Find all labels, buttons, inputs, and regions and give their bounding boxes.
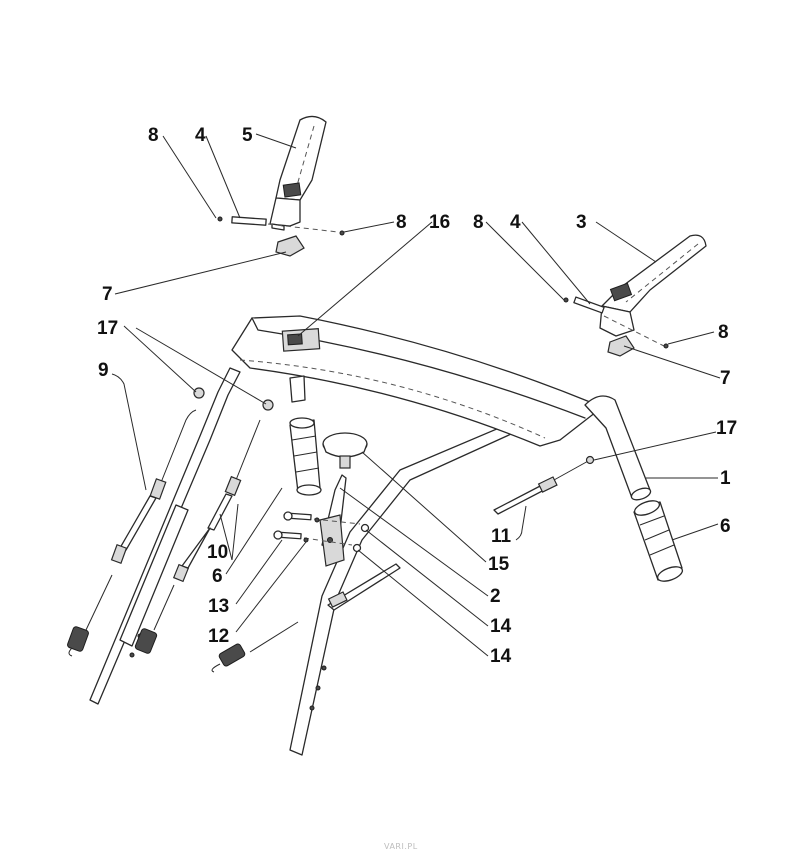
clip-right-part-8a (563, 297, 569, 303)
callout-14-upper: 14 (490, 616, 512, 637)
callout-17-left: 17 (97, 318, 118, 339)
knob-part-15 (322, 432, 368, 469)
pin-left-part-4 (231, 216, 339, 233)
control-housing-right-part-3 (599, 234, 707, 337)
drive-cable-part-10 (134, 419, 261, 654)
callout-10: 10 (207, 542, 228, 563)
bracket-right-part-7 (607, 335, 635, 357)
callout-8-top-middle: 8 (396, 212, 407, 233)
callout-8-right: 8 (718, 322, 729, 343)
callout-9: 9 (98, 360, 109, 381)
callout-8-top-right: 8 (473, 212, 484, 233)
callout-3: 3 (576, 212, 587, 233)
leader-lines (111, 133, 721, 657)
callout-12: 12 (208, 626, 229, 647)
nut-left-part-17 (193, 387, 205, 399)
left-lower-handle-tube (89, 367, 241, 705)
watermark: VARI.PL (384, 842, 418, 851)
callout-4-top-left: 4 (195, 125, 206, 146)
throttle-cable-part-9 (67, 409, 197, 657)
grip-left-part-6 (289, 375, 322, 496)
callout-13: 13 (208, 596, 229, 617)
grip-right-part-6 (633, 500, 684, 582)
callout-5: 5 (242, 125, 253, 146)
clip-left-part-8b (339, 230, 345, 236)
bracket-left-part-7 (275, 235, 305, 257)
callout-6-left: 6 (212, 566, 223, 587)
callout-1: 1 (720, 468, 731, 489)
clip-left-part-8a (217, 216, 223, 222)
bolt-upper-part-13 (283, 511, 312, 521)
callout-17-right: 17 (716, 418, 737, 439)
callout-11: 11 (491, 526, 512, 547)
pin-right-part-4 (573, 296, 665, 347)
right-handle-end-tube-part-1 (584, 395, 652, 501)
lever-bracket-part-2 (319, 474, 347, 567)
nut-lower-part-14 (352, 543, 362, 553)
callout-4-top-right: 4 (510, 212, 521, 233)
callout-16: 16 (429, 212, 450, 233)
nut-upper-part-14 (360, 523, 370, 533)
upper-handle-arch (231, 315, 597, 447)
right-lower-handle-tube (289, 419, 521, 756)
nut-right-part-17 (585, 455, 595, 465)
callout-labels: 8 4 5 8 16 8 4 3 7 17 8 9 7 17 1 6 11 10… (97, 125, 737, 667)
callout-7-right: 7 (720, 368, 731, 389)
callout-14-lower: 14 (490, 646, 512, 667)
nut-mid-part-17 (262, 399, 274, 411)
control-housing-left-part-5 (269, 115, 327, 231)
callout-6-right: 6 (720, 516, 731, 537)
callout-15: 15 (488, 554, 510, 575)
callout-7-left: 7 (102, 284, 113, 305)
callout-2: 2 (490, 586, 501, 607)
tension-spring (211, 621, 299, 673)
cable-rod-part-11 (327, 459, 591, 611)
bolt-lower-part-13 (273, 530, 302, 540)
callout-8-top-left: 8 (148, 125, 159, 146)
washer-part-12 (314, 517, 320, 523)
clip-right-part-8b (663, 343, 669, 349)
